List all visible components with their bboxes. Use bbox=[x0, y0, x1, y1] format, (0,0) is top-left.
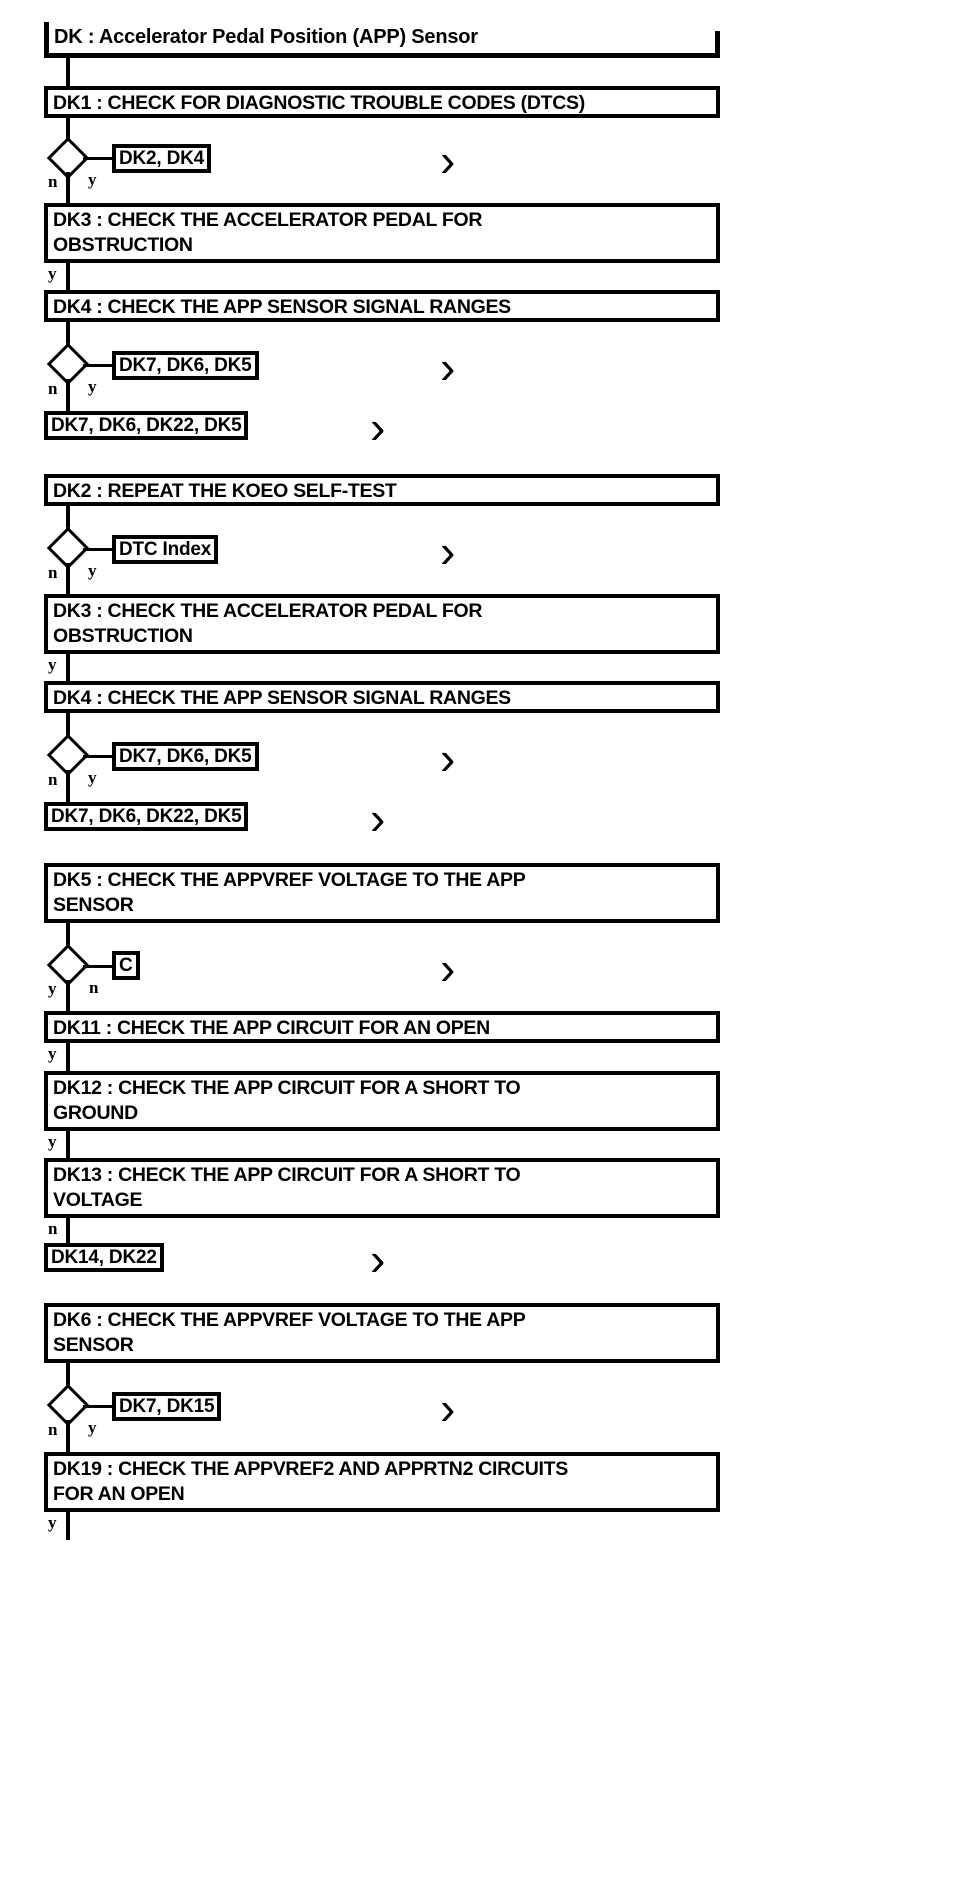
ref-dk5-no[interactable]: C bbox=[112, 951, 140, 980]
edge-dk1-to-decision bbox=[66, 118, 70, 144]
step-dk3-a[interactable]: DK3 : CHECK THE ACCELERATOR PEDAL FOR OB… bbox=[44, 203, 720, 263]
edge-label-dk3-b-yes: y bbox=[48, 655, 57, 674]
edge-dk1-yes-line bbox=[83, 157, 113, 160]
step-dk19[interactable]: DK19 : CHECK THE APPVREF2 AND APPRTN2 CI… bbox=[44, 1452, 720, 1512]
chevron-icon-6: › bbox=[370, 792, 386, 844]
edge-dk6-to-decision bbox=[66, 1363, 70, 1390]
step-dk5[interactable]: DK5 : CHECK THE APPVREF VOLTAGE TO THE A… bbox=[44, 863, 720, 923]
edge-dk4-b-no-line bbox=[66, 770, 70, 802]
edge-dk11-to-dk12 bbox=[66, 1043, 70, 1071]
chevron-icon-3: › bbox=[370, 401, 386, 453]
step-dk1[interactable]: DK1 : CHECK FOR DIAGNOSTIC TROUBLE CODES… bbox=[44, 86, 720, 118]
edge-label-dk6-yes: y bbox=[88, 1418, 97, 1437]
title-right-stub bbox=[715, 31, 720, 53]
diagram-title: DK : Accelerator Pedal Position (APP) Se… bbox=[44, 22, 720, 58]
ref-dk4-a-yes[interactable]: DK7, DK6, DK5 bbox=[112, 351, 259, 380]
edge-dk2-yes-line bbox=[83, 548, 113, 551]
ref-dk4-a-terminal[interactable]: DK7, DK6, DK22, DK5 bbox=[44, 411, 249, 440]
chevron-icon-9: › bbox=[440, 1382, 456, 1434]
ref-dk4-b-terminal[interactable]: DK7, DK6, DK22, DK5 bbox=[44, 802, 249, 831]
ref-dk1-yes[interactable]: DK2, DK4 bbox=[112, 144, 211, 173]
edge-label-dk1-no: n bbox=[48, 172, 58, 191]
chevron-icon-5: › bbox=[440, 732, 456, 784]
edge-dk4-b-to-decision bbox=[66, 713, 70, 740]
edge-dk3-a-to-dk4-a bbox=[66, 263, 70, 290]
ref-dk4-b-yes[interactable]: DK7, DK6, DK5 bbox=[112, 742, 259, 771]
edge-dk2-no-line bbox=[66, 563, 70, 594]
edge-label-dk4-b-yes: y bbox=[88, 768, 97, 787]
edge-dk5-no-line bbox=[83, 965, 113, 968]
edge-label-dk6-no: n bbox=[48, 1420, 58, 1439]
edge-dk1-no-line bbox=[66, 172, 70, 203]
edge-label-dk4-a-yes: y bbox=[88, 377, 97, 396]
chevron-icon-7: › bbox=[440, 942, 456, 994]
step-dk4-a[interactable]: DK4 : CHECK THE APP SENSOR SIGNAL RANGES bbox=[44, 290, 720, 322]
edge-label-dk12-yes: y bbox=[48, 1132, 57, 1151]
edge-label-dk2-no: n bbox=[48, 563, 58, 582]
ref-dk2-yes[interactable]: DTC Index bbox=[112, 535, 219, 564]
step-dk12[interactable]: DK12 : CHECK THE APP CIRCUIT FOR A SHORT… bbox=[44, 1071, 720, 1131]
edge-dk12-to-dk13 bbox=[66, 1131, 70, 1158]
edge-label-dk4-a-no: n bbox=[48, 379, 58, 398]
edge-dk5-yes-line bbox=[66, 980, 70, 1011]
edge-dk4-a-to-decision bbox=[66, 322, 70, 349]
step-dk4-b[interactable]: DK4 : CHECK THE APP SENSOR SIGNAL RANGES bbox=[44, 681, 720, 713]
edge-label-dk13-no: n bbox=[48, 1219, 58, 1238]
ref-dk13-terminal[interactable]: DK14, DK22 bbox=[44, 1243, 164, 1272]
step-dk3-b[interactable]: DK3 : CHECK THE ACCELERATOR PEDAL FOR OB… bbox=[44, 594, 720, 654]
edge-label-dk1-yes: y bbox=[88, 170, 97, 189]
step-dk2[interactable]: DK2 : REPEAT THE KOEO SELF-TEST bbox=[44, 474, 720, 506]
edge-title-to-dk1 bbox=[66, 58, 70, 86]
edge-dk6-yes-line bbox=[83, 1405, 113, 1408]
edge-dk4-b-yes-line bbox=[83, 755, 113, 758]
chevron-icon-8: › bbox=[370, 1233, 386, 1285]
step-dk6[interactable]: DK6 : CHECK THE APPVREF VOLTAGE TO THE A… bbox=[44, 1303, 720, 1363]
edge-label-dk2-yes: y bbox=[88, 561, 97, 580]
ref-dk6-yes[interactable]: DK7, DK15 bbox=[112, 1392, 222, 1421]
edge-label-dk19-yes: y bbox=[48, 1513, 57, 1532]
chevron-icon-1: › bbox=[440, 134, 456, 186]
edge-dk4-a-no-line bbox=[66, 379, 70, 411]
edge-dk19-out bbox=[66, 1512, 70, 1540]
edge-label-dk3-a-yes: y bbox=[48, 264, 57, 283]
step-dk11[interactable]: DK11 : CHECK THE APP CIRCUIT FOR AN OPEN bbox=[44, 1011, 720, 1043]
edge-dk2-to-decision bbox=[66, 506, 70, 533]
diagram-title-text: DK : Accelerator Pedal Position (APP) Se… bbox=[54, 26, 478, 48]
edge-label-dk4-b-no: n bbox=[48, 770, 58, 789]
edge-dk6-no-line bbox=[66, 1420, 70, 1452]
edge-dk5-to-decision bbox=[66, 923, 70, 950]
edge-label-dk5-no: n bbox=[89, 978, 99, 997]
edge-label-dk5-yes: y bbox=[48, 979, 57, 998]
edge-dk13-to-terminal bbox=[66, 1218, 70, 1245]
chevron-icon-4: › bbox=[440, 525, 456, 577]
edge-dk3-b-to-dk4-b bbox=[66, 654, 70, 681]
chevron-icon-2: › bbox=[440, 341, 456, 393]
edge-dk4-a-yes-line bbox=[83, 364, 113, 367]
step-dk13[interactable]: DK13 : CHECK THE APP CIRCUIT FOR A SHORT… bbox=[44, 1158, 720, 1218]
edge-label-dk11-yes: y bbox=[48, 1044, 57, 1063]
